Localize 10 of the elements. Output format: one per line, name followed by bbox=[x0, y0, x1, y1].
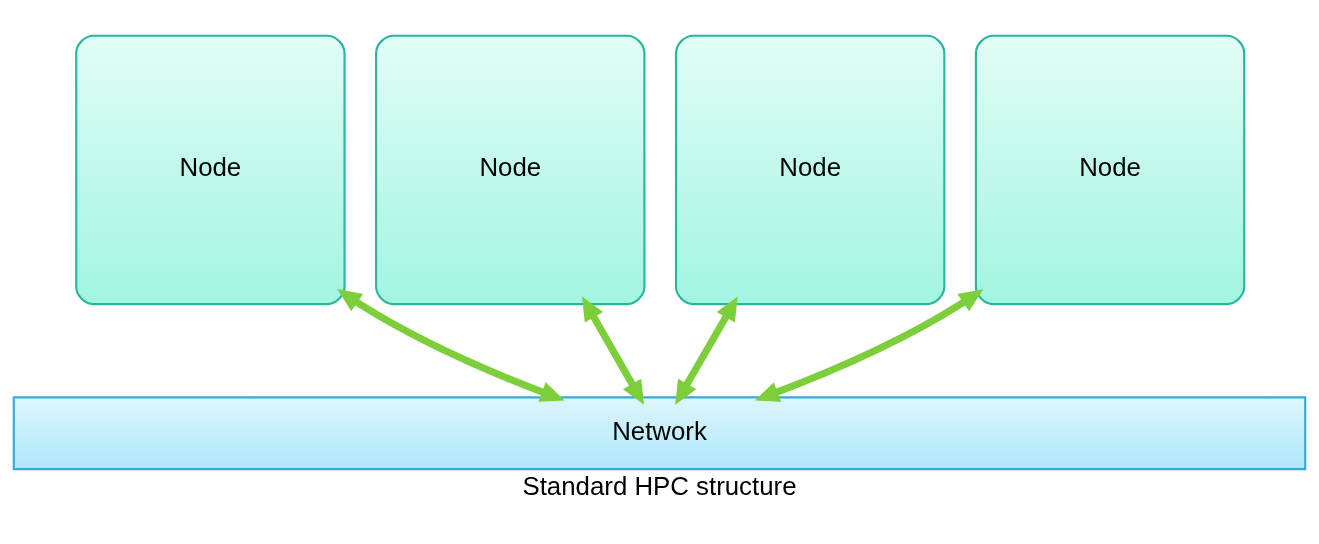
arrow bbox=[754, 288, 984, 402]
node-box: Node bbox=[75, 34, 346, 305]
arrow bbox=[675, 296, 738, 405]
arrow bbox=[337, 288, 565, 402]
node-box: Node bbox=[674, 34, 946, 305]
node-box: Network bbox=[12, 395, 1307, 470]
node-box: Node bbox=[974, 34, 1246, 305]
arrow bbox=[581, 295, 644, 405]
caption: Standard HPC structure bbox=[522, 471, 797, 500]
node-box: Node bbox=[375, 34, 646, 305]
